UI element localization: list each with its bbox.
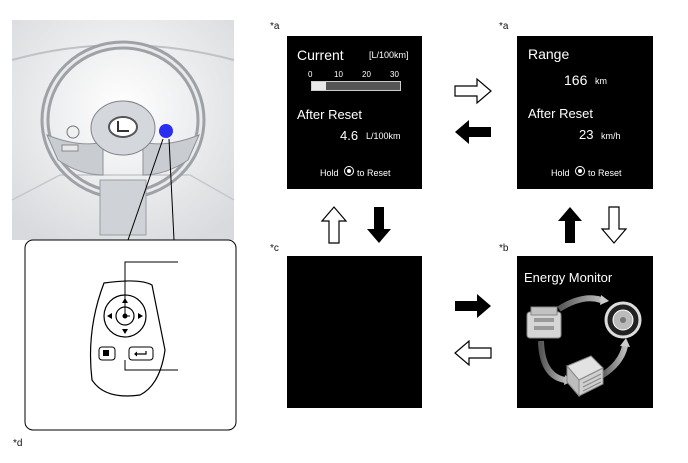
- arrow-outline-up-left: [320, 206, 348, 244]
- after-reset-value: 4.6: [340, 128, 359, 143]
- arrow-solid-right-bottom: [455, 294, 491, 318]
- range-unit: km: [595, 76, 607, 86]
- ref-label-c: *c: [270, 243, 279, 254]
- ref-label-b: *b: [499, 243, 509, 254]
- select-button-icon: [344, 166, 354, 176]
- engine-icon: [526, 306, 562, 339]
- to-reset-text: to Reset: [588, 168, 622, 178]
- ref-label-a-left: *a: [270, 21, 280, 32]
- range-screen: Range 166 km After Reset 23 km/h Hold to…: [517, 36, 653, 189]
- energy-flow-graphic: [526, 295, 642, 398]
- arrow-solid-left-top: [455, 120, 491, 144]
- arrow-solid-down-left: [367, 207, 391, 243]
- steering-switch-detail: [89, 280, 166, 397]
- blank-screen: [287, 256, 422, 408]
- ref-label-d: *d: [13, 438, 23, 449]
- after-reset-label: After Reset: [297, 107, 363, 122]
- ref-label-a-right: *a: [499, 21, 509, 32]
- to-reset-text: to Reset: [357, 168, 391, 178]
- range-title: Range: [528, 46, 570, 62]
- fuel-gauge-bar: [311, 81, 401, 91]
- after-reset-unit: L/100km: [366, 131, 401, 141]
- scale-tick-label: 0: [308, 70, 313, 79]
- select-button-icon: [575, 166, 585, 176]
- energy-monitor-screen: Energy Monitor: [517, 256, 653, 408]
- fuel-consumption-screen: Current [L/100km] 0 10 20 30 After Reset…: [287, 36, 422, 189]
- steering-wheel-illustration: [11, 20, 235, 240]
- arrow-outline-right-top: [454, 77, 492, 105]
- arrow-outline-left-bottom: [454, 339, 492, 367]
- battery-icon: [566, 355, 604, 398]
- highlighted-switch: [159, 124, 173, 138]
- energy-monitor-title: Energy Monitor: [524, 270, 613, 285]
- hold-text: Hold: [320, 168, 339, 178]
- after-reset-label: After Reset: [528, 106, 594, 121]
- fuel-gauge-fill: [312, 82, 327, 90]
- scale-tick-label: 30: [390, 70, 399, 79]
- after-reset-value: 23: [579, 127, 594, 142]
- scale-tick-label: 10: [334, 70, 343, 79]
- current-title: Current: [297, 47, 344, 63]
- hold-text: Hold: [551, 168, 570, 178]
- scale-tick-label: 20: [362, 70, 371, 79]
- after-reset-unit: km/h: [601, 131, 621, 141]
- fuel-unit: [L/100km]: [369, 50, 409, 60]
- arrow-solid-up-right: [558, 207, 582, 243]
- range-value: 166: [564, 72, 588, 88]
- arrow-outline-down-right: [600, 206, 628, 244]
- wheel-icon: [604, 301, 642, 339]
